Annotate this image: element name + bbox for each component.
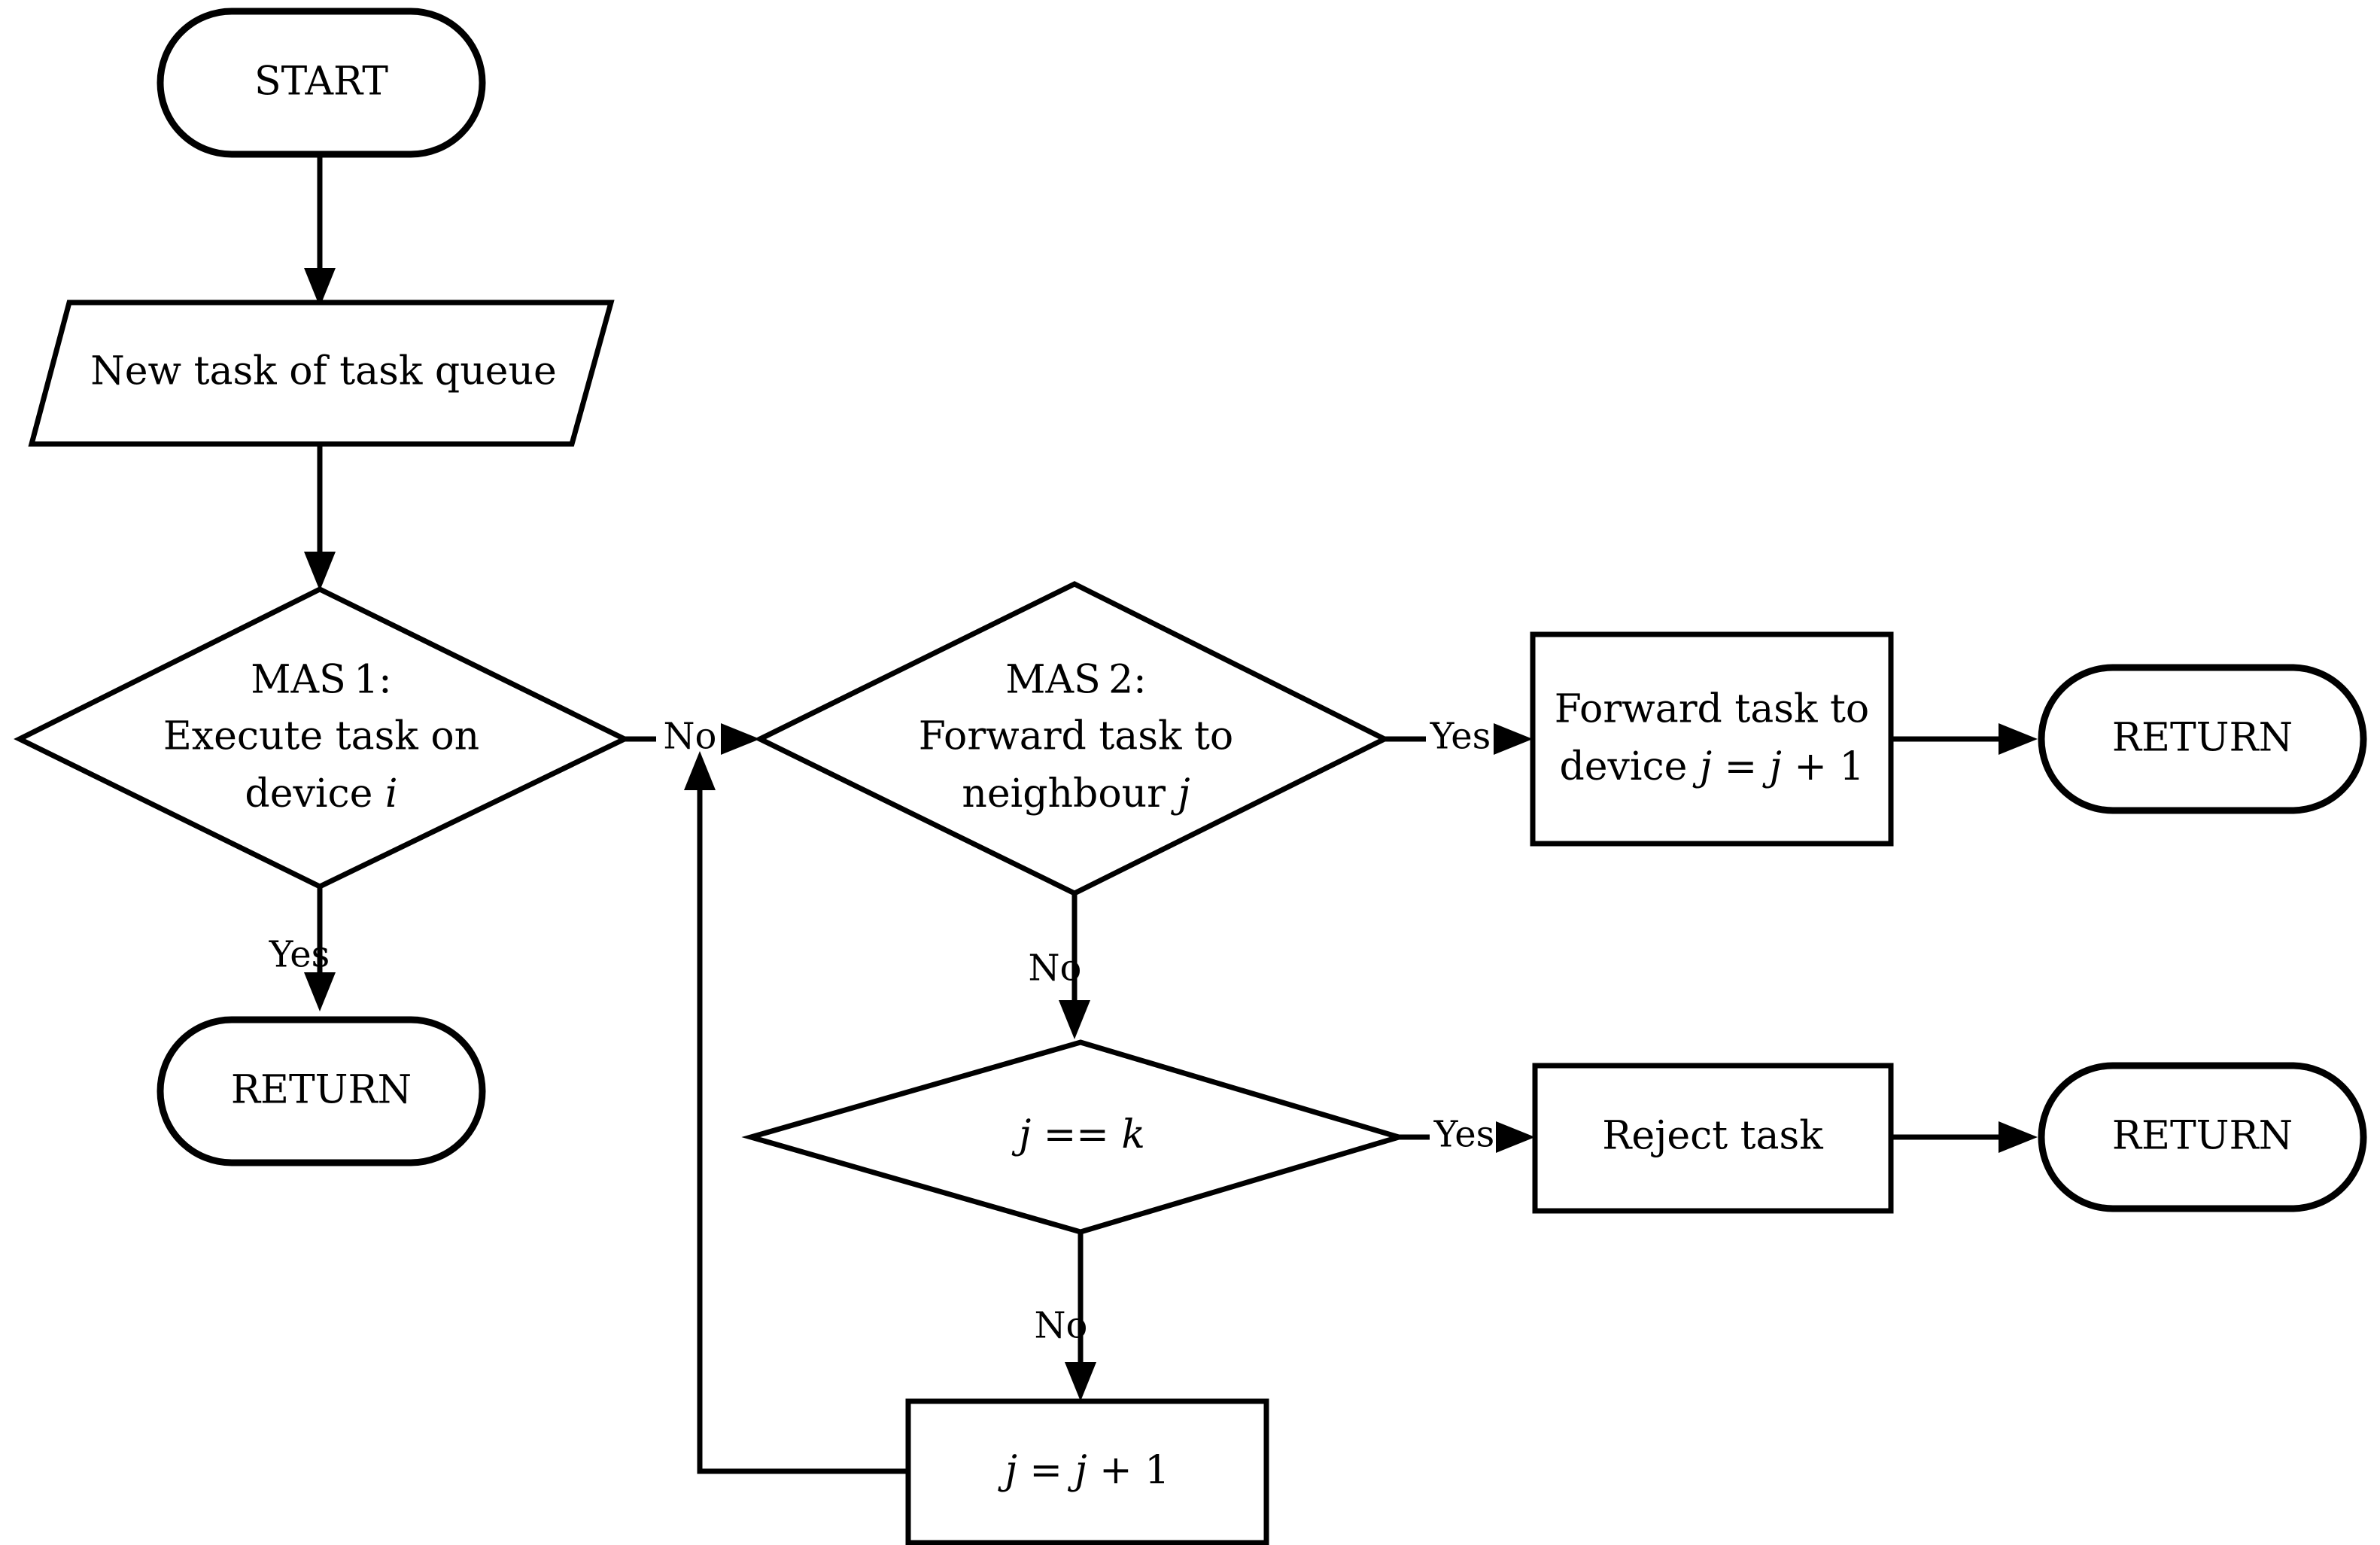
edge-mas1-no: No xyxy=(625,716,760,758)
node-mas2-line2: Forward task to xyxy=(919,714,1233,759)
node-reject-task-label: Reject task xyxy=(1602,1114,1823,1159)
node-j-increment-expr: j = j + 1 xyxy=(998,1448,1170,1493)
edge-mas1-yes: Yes xyxy=(269,887,336,1011)
node-mas2-line1: MAS 2: xyxy=(1005,658,1146,703)
edge-jk-no: No xyxy=(1035,1232,1096,1401)
node-mas1-decision[interactable]: MAS 1: Execute task on device i xyxy=(14,586,631,890)
node-new-task[interactable]: New task of task queue xyxy=(28,300,615,447)
node-start-label: START xyxy=(254,59,388,105)
edge-mas2-yes: Yes xyxy=(1385,716,1533,758)
node-mas2-line3: neighbour j xyxy=(962,771,1190,817)
edge-label-jk-yes: Yes xyxy=(1433,1114,1495,1156)
edge-jincr-loopback xyxy=(684,751,910,1474)
node-forward-task-line2: device j = j + 1 xyxy=(1559,744,1864,789)
node-j-equals-k-expr: j == k xyxy=(1011,1112,1145,1157)
edge-label-mas2-no: No xyxy=(1029,947,1082,990)
node-forward-task-line1: Forward task to xyxy=(1555,687,1869,732)
edge-jk-yes: Yes xyxy=(1399,1114,1535,1156)
node-start[interactable]: START xyxy=(157,8,486,158)
node-j-increment[interactable]: j = j + 1 xyxy=(905,1398,1269,1545)
node-mas1-line1: MAS 1: xyxy=(251,658,391,703)
edge-reject-to-return3 xyxy=(1891,1121,2038,1153)
edge-label-mas2-yes: Yes xyxy=(1430,716,1491,758)
node-return-left[interactable]: RETURN xyxy=(157,1016,486,1166)
edge-label-jk-no: No xyxy=(1035,1305,1088,1347)
node-mas1-line3: device i xyxy=(245,771,397,817)
edge-mas2-no: No xyxy=(1029,893,1090,1039)
node-new-task-label: New task of task queue xyxy=(90,349,556,394)
node-j-equals-k-decision[interactable]: j == k xyxy=(741,1039,1409,1235)
node-mas2-decision[interactable]: MAS 2: Forward task to neighbour j xyxy=(754,581,1391,896)
node-return-bottom-right[interactable]: RETURN xyxy=(2038,1062,2367,1212)
edge-newtask-to-mas1 xyxy=(304,444,336,591)
edge-start-to-newtask xyxy=(304,157,336,307)
edge-label-mas1-no: No xyxy=(664,716,717,758)
node-return-top-right-label: RETURN xyxy=(2112,716,2293,761)
node-reject-task[interactable]: Reject task xyxy=(1532,1063,1894,1214)
node-return-top-right[interactable]: RETURN xyxy=(2038,664,2367,814)
node-return-left-label: RETURN xyxy=(231,1068,412,1113)
edge-label-mas1-yes: Yes xyxy=(269,934,330,976)
node-mas1-line2: Execute task on xyxy=(163,714,479,759)
edge-forward-to-return2 xyxy=(1891,723,2038,755)
node-forward-task[interactable]: Forward task to device j = j + 1 xyxy=(1530,631,1894,847)
node-return-bottom-right-label: RETURN xyxy=(2112,1114,2293,1159)
